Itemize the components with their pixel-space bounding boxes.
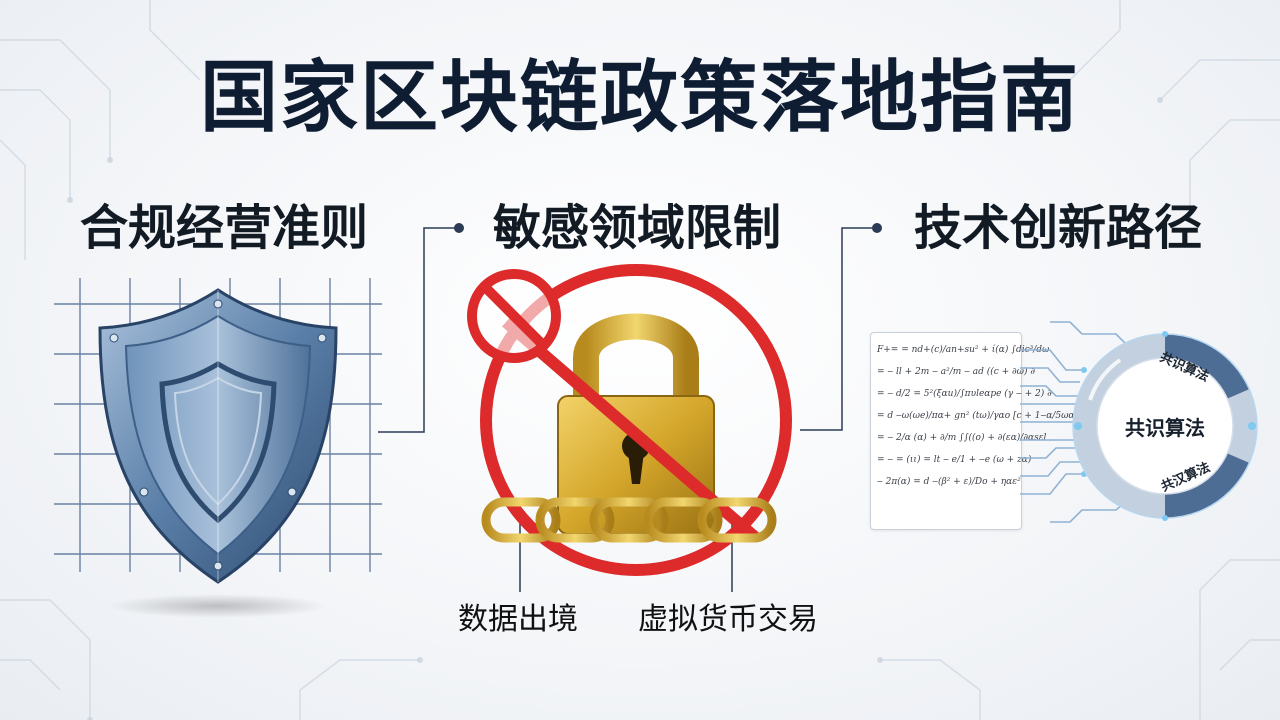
formula-line: = ‒ = (ιι) = lt ‒ e/1 + ‒e (ω + zα) [877, 455, 1032, 465]
formula-line: = ‒ d/2 = 5²(ξαu)/∫πυleαpe (γ ‒ + 2) ∂ [877, 389, 1052, 399]
connector-dot-restrictions [454, 223, 464, 233]
label-data-export: 数据出境 [458, 602, 578, 637]
formula-line: ‒ 2π(α) = d ‒(β² + ε)/Do + ηαε² [877, 477, 1021, 487]
formula-line: = d ‒ω(ωe)/πα+ gn² (tω)/γαo [c + 1‒α/5ωα… [877, 411, 1079, 421]
shield-icon [54, 278, 382, 618]
connector-restrictions-to-innovation [800, 227, 874, 431]
formula-line: = ‒ ll + 2m ‒ a²/m ‒ ad ((c + ∂ω) ∂ [877, 367, 1036, 377]
consensus-center-label: 共识算法 [1125, 416, 1205, 440]
prohibited-icon [467, 269, 561, 363]
consensus-ring-icon [1020, 321, 1258, 523]
page-title: 国家区块链政策落地指南 [199, 53, 1080, 143]
chain [439, 497, 829, 543]
formula-line: = ‒ 2/α (α) + ∂/m ∫∫((o) + ∂(εα)/∂αsεl [877, 433, 1047, 443]
padlock-icon [439, 264, 829, 576]
connector-dot-innovation [872, 223, 882, 233]
formula-line: F+= = nd+(c)/an+su² + ί(α) ∫dic³/dω [877, 345, 1050, 355]
heading-innovation: 技术创新路径 [914, 200, 1203, 256]
heading-restrictions: 敏感领域限制 [493, 200, 782, 256]
connector-compliance-to-restrictions [378, 227, 456, 433]
heading-compliance: 合规经营准则 [80, 200, 369, 256]
label-crypto-trading: 虚拟货币交易 [638, 602, 818, 637]
formula-panel: F+= = nd+(c)/an+su² + ί(α) ∫dic³/dω = ‒ … [870, 332, 1079, 530]
prohibition-ring [480, 264, 792, 576]
